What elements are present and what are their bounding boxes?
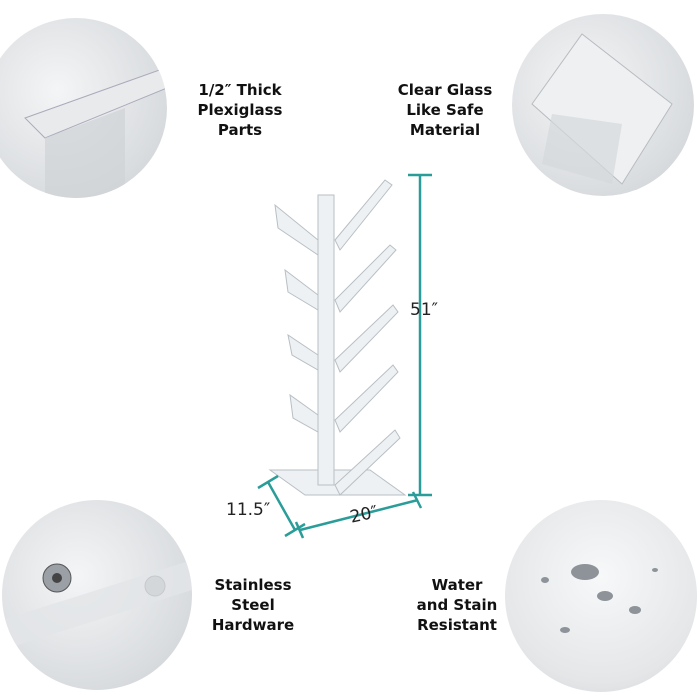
label-line: Parts: [217, 121, 263, 139]
dimension-lines: [257, 173, 432, 539]
label-line: Water: [431, 576, 483, 594]
label-line: Material: [409, 121, 481, 139]
label-line: Like Safe: [406, 101, 484, 119]
depth-dimension-label: 11.5″: [226, 500, 271, 520]
feature-label-hardware: Stainless Steel Hardware: [183, 575, 323, 635]
feature-label-water: Water and Stain Resistant: [387, 575, 527, 635]
label-line: Stainless: [214, 576, 292, 594]
label-line: Plexiglass: [197, 101, 283, 119]
feature-label-plexiglass: 1/2″ Thick Plexiglass Parts: [170, 80, 310, 140]
label-line: 1/2″ Thick: [198, 81, 282, 99]
detail-photo-plexiglass-edge: [0, 18, 167, 198]
detail-photo-steel-hardware: [2, 500, 192, 690]
label-line: Hardware: [211, 616, 295, 634]
detail-photo-glass-corner: [512, 14, 694, 196]
height-dimension-label: 51″: [410, 300, 438, 320]
label-line: and Stain: [416, 596, 498, 614]
feature-label-glass: Clear Glass Like Safe Material: [375, 80, 515, 140]
detail-photo-water-droplets: [505, 500, 697, 692]
label-line: Resistant: [417, 616, 497, 634]
label-line: Steel: [231, 596, 275, 614]
label-line: Clear Glass: [397, 81, 493, 99]
